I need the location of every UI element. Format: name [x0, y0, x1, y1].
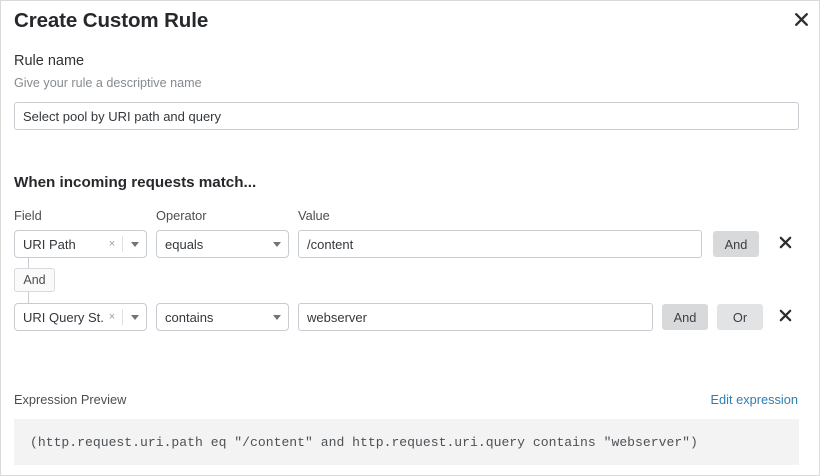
delete-condition-button-row-1[interactable]: [775, 234, 795, 254]
rule-name-input[interactable]: [14, 102, 799, 130]
chevron-down-icon-row-2[interactable]: [124, 314, 146, 320]
or-button-row-2[interactable]: Or: [717, 304, 763, 330]
chevron-down-icon-row-1[interactable]: [124, 241, 146, 247]
value-input-row-2[interactable]: [298, 303, 653, 331]
close-icon: [794, 12, 809, 27]
operator-select-row-2[interactable]: contains: [156, 303, 289, 331]
field-clear-icon-row-2[interactable]: ×: [108, 310, 116, 323]
field-select-row-1-label: URI Path: [23, 236, 76, 252]
edit-expression-link[interactable]: Edit expression: [710, 392, 799, 407]
expression-preview-box: (http.request.uri.path eq "/content" and…: [14, 419, 799, 465]
field-select-row-1[interactable]: URI Path ×: [14, 230, 147, 258]
and-button-row-2[interactable]: And: [662, 304, 708, 330]
field-select-row-2[interactable]: URI Query St... ×: [14, 303, 147, 331]
and-button-row-1[interactable]: And: [713, 231, 759, 257]
value-input-row-1[interactable]: [298, 230, 702, 258]
operator-select-row-1-label: equals: [165, 236, 204, 252]
field-select-row-2-label: URI Query St...: [23, 309, 104, 325]
rule-name-description: Give your rule a descriptive name: [14, 76, 202, 90]
operator-chevron-down-icon-row-1[interactable]: [266, 241, 288, 247]
delete-condition-button-row-2[interactable]: [775, 307, 795, 327]
field-clear-icon-row-1[interactable]: ×: [108, 237, 116, 250]
column-header-value: Value: [298, 208, 330, 223]
expression-preview-label: Expression Preview: [14, 392, 127, 407]
operator-select-row-2-label: contains: [165, 309, 214, 325]
operator-chevron-down-icon-row-2[interactable]: [266, 314, 288, 320]
select-divider-row-2: [122, 309, 123, 325]
connector-line-top: [28, 258, 29, 268]
conditions-heading: When incoming requests match...: [14, 174, 257, 191]
close-button[interactable]: [790, 8, 812, 30]
column-header-field: Field: [14, 208, 42, 223]
column-header-operator: Operator: [156, 208, 207, 223]
delete-icon-row-2: [779, 309, 792, 325]
connector-line-bottom: [28, 292, 29, 303]
connector-and-badge[interactable]: And: [14, 268, 55, 292]
delete-icon-row-1: [779, 236, 792, 252]
rule-name-label: Rule name: [14, 53, 85, 69]
expression-preview-code: (http.request.uri.path eq "/content" and…: [30, 434, 698, 450]
select-divider-row-1: [122, 236, 123, 252]
dialog-title: Create Custom Rule: [14, 9, 209, 32]
operator-select-row-1[interactable]: equals: [156, 230, 289, 258]
